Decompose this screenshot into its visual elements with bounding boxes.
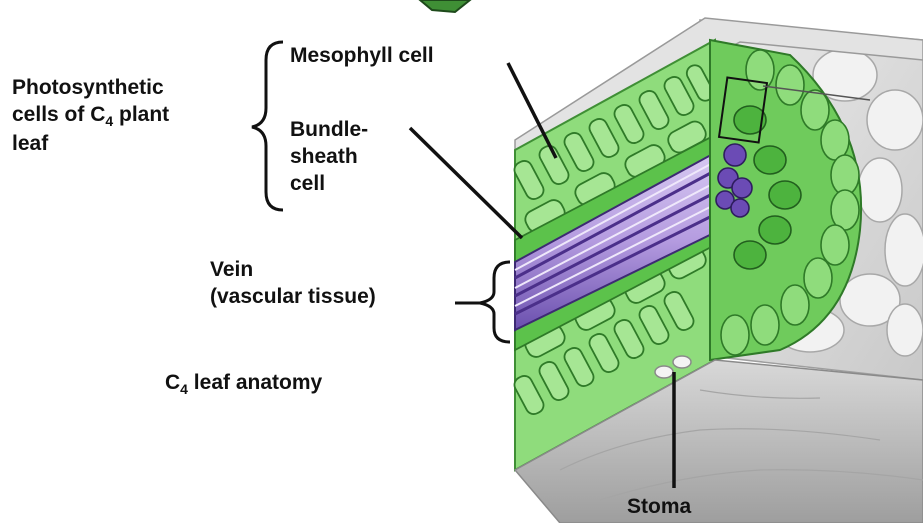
label-stoma: Stoma xyxy=(627,493,691,520)
brace-vein xyxy=(480,262,510,342)
label-leaf-anatomy: C4 leaf anatomy xyxy=(165,369,322,398)
label-photosynthetic-cells: Photosynthetic cells of C4 plant leaf xyxy=(12,74,169,157)
label-bundle-sheath-cell: Bundle- sheath cell xyxy=(290,116,368,197)
label-vein: Vein (vascular tissue) xyxy=(210,256,376,310)
label-mesophyll-cell: Mesophyll cell xyxy=(290,42,434,69)
brace-photosynthetic-cells xyxy=(252,42,283,210)
top-leaf-fragment xyxy=(420,0,470,12)
leader-bundle-sheath xyxy=(410,128,522,238)
